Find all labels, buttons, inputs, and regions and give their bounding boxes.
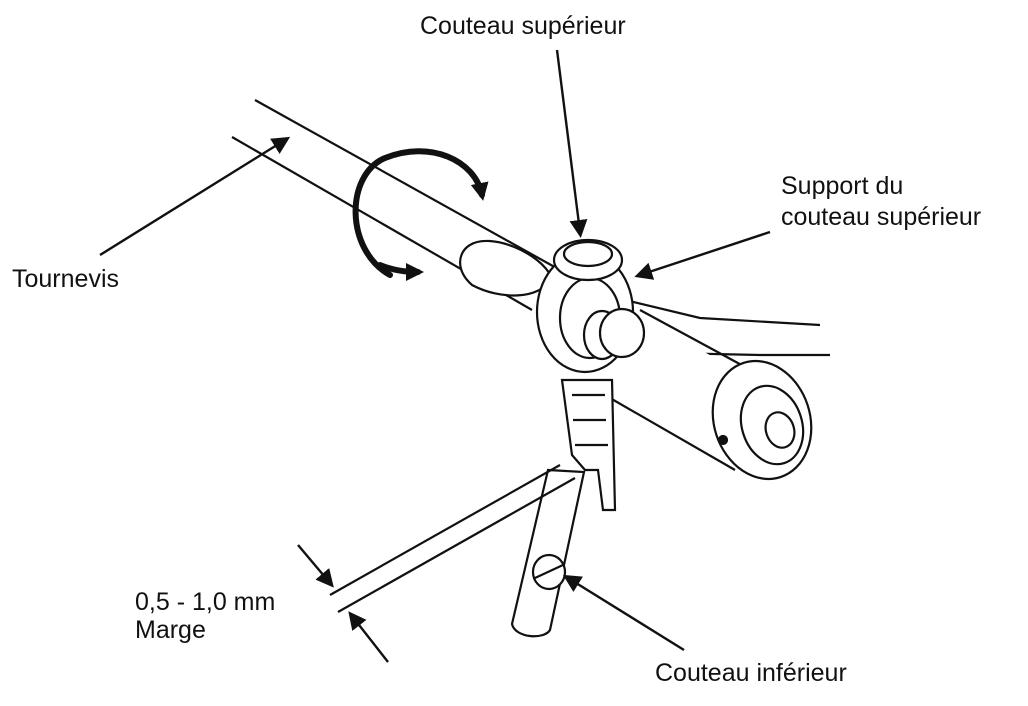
- rotation-arrow-upper: [352, 148, 489, 278]
- rotation-arrow: [352, 148, 489, 281]
- screwdriver-tip: [459, 239, 554, 297]
- pointer-arrows: [99, 49, 771, 663]
- margin-gauge: [329, 464, 576, 613]
- margin-label: Marge: [135, 616, 206, 644]
- margin-edge-bottom: [337, 477, 576, 613]
- lower-knife-label: Couteau inférieur: [655, 659, 847, 687]
- lower-knife: [510, 468, 586, 638]
- screwdriver-pointer: [99, 136, 291, 257]
- rotation-arrow-lower: [377, 262, 424, 281]
- lower-knife-blade: [510, 468, 586, 638]
- upper-knife-holder-label-line1: Support du: [781, 172, 904, 200]
- margin-pointer-top: [297, 544, 334, 588]
- upper-knife-pointer: [555, 49, 588, 238]
- margin-edge-top: [329, 464, 561, 596]
- lower-knife-bracket: [560, 378, 617, 512]
- margin-pointer-bottom: [348, 611, 389, 663]
- upper-knife-label: Couteau supérieur: [420, 12, 626, 40]
- upper-knife-holder: [535, 250, 646, 374]
- shaft-screw-hole: [717, 434, 729, 446]
- screwdriver-label: Tournevis: [12, 265, 119, 293]
- lower-knife-pointer: [562, 574, 685, 652]
- margin-value-label: 0,5 - 1,0 mm: [135, 588, 276, 616]
- shaft-end-pin: [764, 411, 796, 449]
- upper-knife-holder-label-line2: couteau supérieur: [781, 203, 982, 231]
- screwdriver-shaft-edge-top: [254, 99, 561, 271]
- upper-knife: [552, 238, 624, 282]
- upper-knife-holder-pointer: [634, 230, 771, 280]
- screwdriver: [231, 99, 561, 311]
